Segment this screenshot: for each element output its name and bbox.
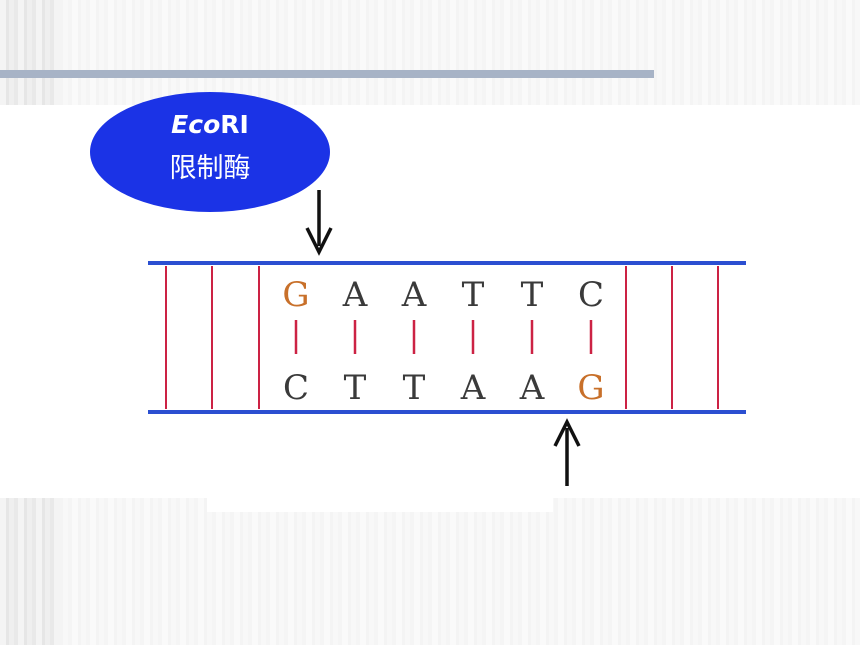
enzyme-name-regular: RI bbox=[220, 110, 249, 139]
bottom-strand-base: G bbox=[577, 368, 604, 408]
enzyme-name-italic: Eco bbox=[171, 110, 221, 139]
diagram-panel-tail bbox=[207, 498, 553, 512]
bottom-strand-base: T bbox=[344, 368, 367, 408]
top-strand-base: A bbox=[401, 275, 427, 315]
top-strand-base: A bbox=[342, 275, 368, 315]
bottom-strand-base: A bbox=[519, 368, 545, 408]
top-strand-base: T bbox=[521, 275, 544, 315]
bottom-strand-base: T bbox=[403, 368, 426, 408]
slide-background-top bbox=[0, 0, 860, 105]
top-strand-base: G bbox=[282, 275, 309, 315]
bottom-strand-base: C bbox=[283, 368, 309, 408]
title-rule bbox=[0, 70, 654, 78]
enzyme-label-bubble: EcoRI 限制酶 bbox=[90, 92, 330, 212]
top-cut-arrow-head bbox=[305, 227, 333, 256]
top-strand-base: C bbox=[578, 275, 604, 315]
slide-background-bottom bbox=[0, 498, 860, 645]
top-strand-base: T bbox=[462, 275, 485, 315]
bottom-strand-base: A bbox=[460, 368, 486, 408]
enzyme-name: EcoRI bbox=[90, 110, 330, 140]
enzyme-type: 限制酶 bbox=[169, 153, 251, 184]
bottom-cut-arrow-head bbox=[553, 418, 581, 447]
